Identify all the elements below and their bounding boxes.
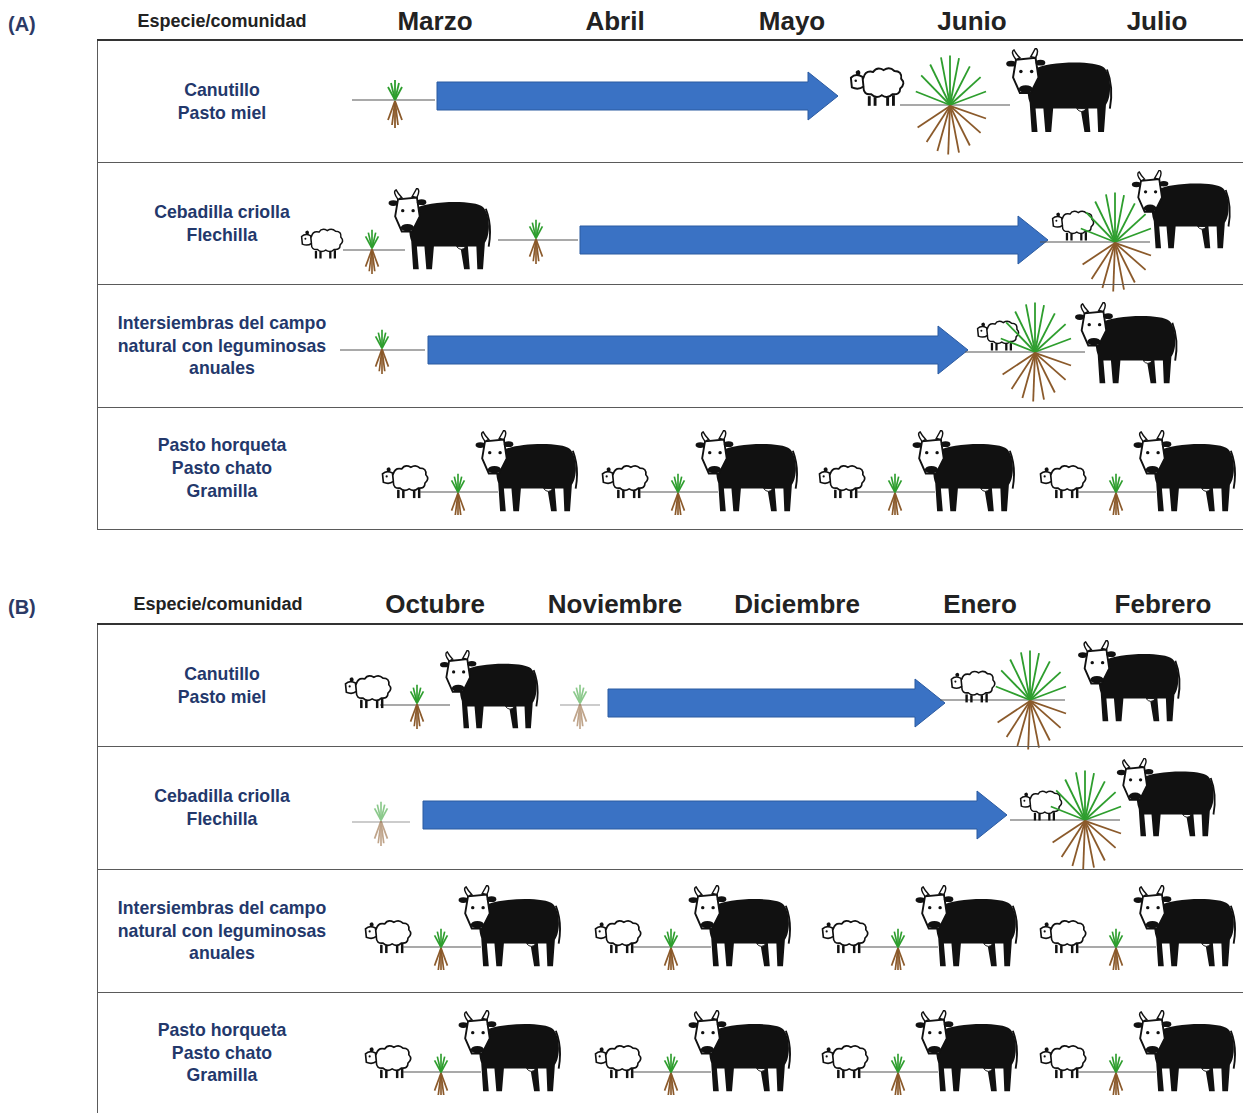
species-name: Flechilla xyxy=(187,808,258,831)
plant-icon xyxy=(366,230,379,274)
period-arrow xyxy=(423,791,1007,839)
species-cell: Pasto horquetaPasto chatoGramilla xyxy=(104,993,340,1113)
column-header: Especie/comunidad xyxy=(133,594,302,616)
plant-icon xyxy=(1081,193,1151,292)
species-name: Pasto horqueta xyxy=(158,434,287,457)
month-header: Febrero xyxy=(1115,589,1212,620)
grazing-group xyxy=(823,1010,1018,1098)
sheep-icon xyxy=(951,671,994,702)
species-row: CanutilloPasto miel xyxy=(97,41,1243,163)
cow-icon xyxy=(440,650,538,728)
species-name: Gramilla xyxy=(187,480,258,503)
grazing-group xyxy=(603,430,798,518)
species-name: Intersiembras del campo natural con legu… xyxy=(104,312,340,381)
plant-icon xyxy=(916,56,986,155)
species-cell: Intersiembras del campo natural con legu… xyxy=(104,870,340,992)
species-name: Pasto miel xyxy=(178,102,266,125)
species-name: Cebadilla criolla xyxy=(154,201,290,224)
plant-icon xyxy=(996,651,1066,750)
period-arrow xyxy=(608,679,945,727)
species-name: Pasto chato xyxy=(172,457,272,480)
species-name: Gramilla xyxy=(187,1064,258,1087)
grazing-group xyxy=(596,885,791,973)
plant-icon xyxy=(1051,771,1121,870)
grazing-group xyxy=(1041,1010,1236,1098)
plant-icon xyxy=(411,685,424,729)
month-header: Mayo xyxy=(759,6,825,37)
period-arrow xyxy=(428,326,968,374)
grazing-group xyxy=(366,1010,561,1098)
species-name: Canutillo xyxy=(184,79,260,102)
grazing-group xyxy=(366,885,561,973)
grazing-group xyxy=(1041,430,1236,518)
cow-icon xyxy=(1006,48,1111,132)
species-cell: Cebadilla criollaFlechilla xyxy=(104,163,340,284)
panel-letter: (A) xyxy=(8,12,36,36)
species-name: Flechilla xyxy=(187,224,258,247)
column-header: Especie/comunidad xyxy=(137,11,306,33)
species-cell: Pasto horquetaPasto chatoGramilla xyxy=(104,408,340,529)
sheep-icon xyxy=(1053,211,1094,240)
plant-icon xyxy=(388,80,402,128)
species-row: Pasto horquetaPasto chatoGramilla xyxy=(97,408,1243,530)
plant-icon xyxy=(530,220,543,264)
species-name: Pasto chato xyxy=(172,1042,272,1065)
cow-icon xyxy=(1078,640,1179,721)
ground-lines xyxy=(340,100,1150,822)
cow-icon xyxy=(389,188,490,269)
month-header: Junio xyxy=(937,6,1006,37)
species-name: Pasto horqueta xyxy=(158,1019,287,1042)
month-header: Diciembre xyxy=(734,589,860,620)
species-row: Pasto horquetaPasto chatoGramilla xyxy=(97,993,1243,1113)
period-arrow xyxy=(580,216,1048,264)
grazing-group xyxy=(823,885,1018,973)
grazing-group xyxy=(820,430,1015,518)
sheep-icon xyxy=(302,229,343,258)
month-header: Julio xyxy=(1127,6,1188,37)
plant-icon xyxy=(1001,303,1071,402)
cow-icon xyxy=(1132,170,1230,248)
month-header: Octubre xyxy=(385,589,485,620)
species-row: Cebadilla criollaFlechilla xyxy=(97,747,1243,870)
plant-icon xyxy=(574,685,587,729)
species-row: Intersiembras del campo natural con legu… xyxy=(97,870,1243,993)
species-row: Cebadilla criollaFlechilla xyxy=(97,163,1243,285)
grazing-group xyxy=(596,1010,791,1098)
species-cell: Intersiembras del campo natural con legu… xyxy=(104,285,340,407)
species-cell: Cebadilla criollaFlechilla xyxy=(104,747,340,869)
species-name: Cebadilla criolla xyxy=(154,785,290,808)
species-name: Pasto miel xyxy=(178,686,266,709)
species-row: Intersiembras del campo natural con legu… xyxy=(97,285,1243,408)
month-header: Noviembre xyxy=(548,589,682,620)
plant-icon xyxy=(376,330,389,374)
period-arrow xyxy=(437,72,838,120)
sheep-icon xyxy=(346,676,391,708)
species-name: Canutillo xyxy=(184,663,260,686)
sheep-icon xyxy=(1021,791,1062,820)
species-cell: CanutilloPasto miel xyxy=(104,625,340,746)
month-header: Marzo xyxy=(397,6,472,37)
sheep-icon xyxy=(978,321,1019,350)
sheep-icon xyxy=(851,68,903,105)
panel-letter: (B) xyxy=(8,595,36,619)
species-name: Intersiembras del campo natural con legu… xyxy=(104,897,340,966)
cow-icon xyxy=(1075,302,1176,383)
plant-icon xyxy=(375,802,388,846)
grazing-group xyxy=(383,430,578,518)
month-header: Abril xyxy=(585,6,644,37)
month-header: Enero xyxy=(943,589,1017,620)
species-cell: CanutilloPasto miel xyxy=(104,41,340,162)
cow-icon xyxy=(1117,758,1215,836)
grazing-group xyxy=(1041,885,1236,973)
species-row: CanutilloPasto miel xyxy=(97,625,1243,747)
